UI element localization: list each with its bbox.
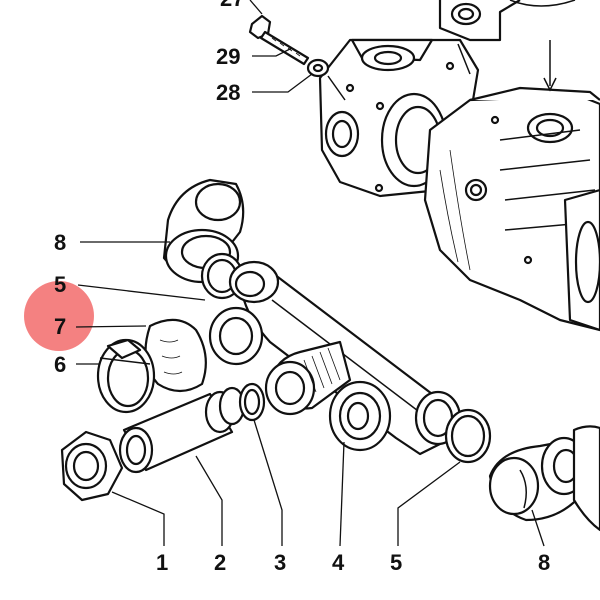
leader-5-bottom [397,461,461,546]
o-ring-part-3[interactable] [238,382,266,422]
bolt-part-29[interactable] [248,14,310,66]
callout-4: 4 [332,550,345,575]
hose-clamp-part-6[interactable] [96,338,156,414]
highlight-marker[interactable] [24,281,94,351]
callout-8-left: 8 [54,230,66,255]
threaded-nipple[interactable] [264,340,352,416]
callout-27: 27 [220,0,244,11]
pipe-part-2[interactable] [118,386,246,474]
callout-6: 6 [54,352,66,377]
callout-8-bottom: 8 [538,550,550,575]
leader-4 [339,441,345,547]
leader-28 [252,73,313,93]
leader-2 [195,455,223,546]
union-fitting-part-4[interactable] [328,380,392,452]
nut-part-1[interactable] [60,430,124,502]
washer-part-28[interactable] [306,58,330,78]
callout-3: 3 [274,550,286,575]
leader-5-left [77,284,206,301]
leader-8-bottom [531,509,545,547]
leader-3 [253,419,283,546]
leader-1 [111,491,165,546]
leader-27 [249,0,263,15]
callout-5-left: 5 [54,272,66,297]
pump-housing[interactable] [423,86,600,332]
edge-fitting[interactable] [572,425,600,532]
callout-5-bottom: 5 [390,550,402,575]
callout-1: 1 [156,550,168,575]
elbow-part-8-bottom[interactable] [488,436,588,522]
callout-2: 2 [214,550,226,575]
leader-7 [75,325,147,328]
o-ring-part-5-right[interactable] [414,390,492,464]
callout-29: 29 [216,44,240,69]
top-fitting[interactable] [438,0,576,92]
leader-29 [252,47,293,57]
coupling-ring[interactable] [208,306,264,366]
callout-28: 28 [216,80,240,105]
callout-7: 7 [54,314,66,339]
